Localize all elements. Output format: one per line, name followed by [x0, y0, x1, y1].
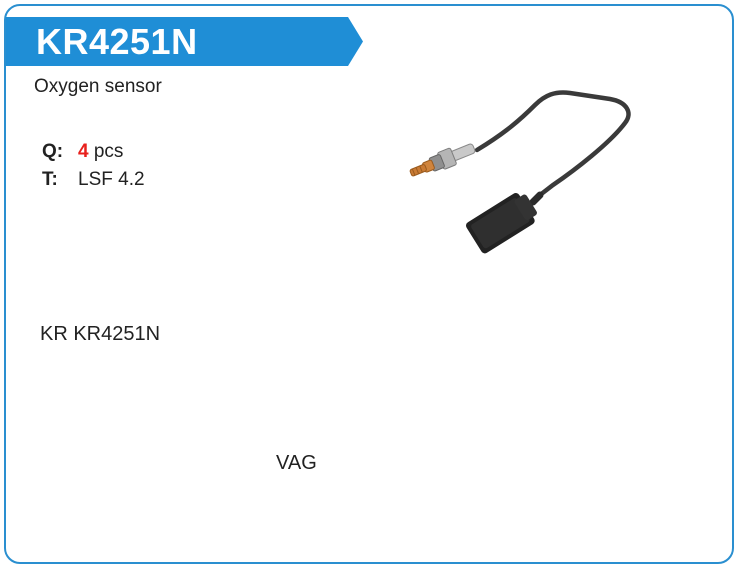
type-label: T:: [42, 169, 58, 190]
quantity-row: Q: 4 pcs: [42, 141, 123, 163]
banner-shape: [6, 17, 363, 66]
type-value: LSF 4.2: [78, 169, 145, 190]
part-number-banner: KR4251N: [6, 17, 363, 66]
part-number: KR4251N: [36, 21, 198, 62]
brand-code: KR KR4251N: [40, 323, 161, 345]
quantity-value: 4: [78, 141, 89, 162]
product-description: Oxygen sensor: [34, 76, 162, 97]
type-row: T: LSF 4.2: [42, 169, 145, 191]
oxygen-sensor-image: [405, 85, 640, 260]
quantity-label: Q:: [42, 141, 64, 162]
quantity-unit: pcs: [93, 141, 124, 162]
vehicle-make: VAG: [276, 452, 317, 474]
